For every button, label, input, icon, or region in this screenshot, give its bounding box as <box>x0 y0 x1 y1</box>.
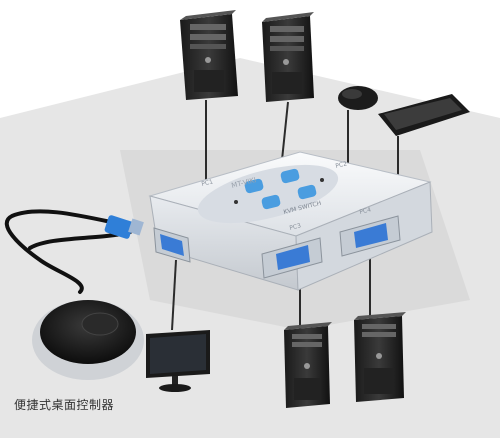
vga-port-pc3 <box>261 237 323 279</box>
switch-button-2 <box>280 168 300 184</box>
kvm-switch: MT-VIKI KVM SWITCH PC1 PC2 PC3 PC4 <box>148 151 433 291</box>
port-label-pc3: PC3 <box>289 222 302 232</box>
button-panel <box>197 164 339 224</box>
vga-port-pc4 <box>339 215 401 257</box>
led-indicator-2 <box>320 178 324 182</box>
switch-button-4 <box>297 184 317 200</box>
port-label-pc2: PC2 <box>335 160 348 170</box>
switch-button-3 <box>261 194 281 210</box>
usb-connector <box>104 215 144 239</box>
port-label-pc1: PC1 <box>201 178 214 188</box>
controller-button <box>81 312 119 336</box>
pc-tower-top-right <box>262 12 314 102</box>
vga-port-console <box>153 227 191 263</box>
desktop-controller <box>32 300 144 380</box>
keyboard <box>378 94 470 136</box>
port-label-pc4: PC4 <box>359 206 372 216</box>
mouse <box>338 86 378 110</box>
caption-desktop-controller: 便捷式桌面控制器 <box>14 398 115 412</box>
monitor <box>146 330 210 392</box>
led-indicator-1 <box>234 200 238 204</box>
pc-tower-bottom-left <box>284 322 332 408</box>
pc-tower-top-left <box>180 10 238 100</box>
pc-tower-bottom-right <box>354 312 406 402</box>
switch-button-1 <box>244 178 264 194</box>
